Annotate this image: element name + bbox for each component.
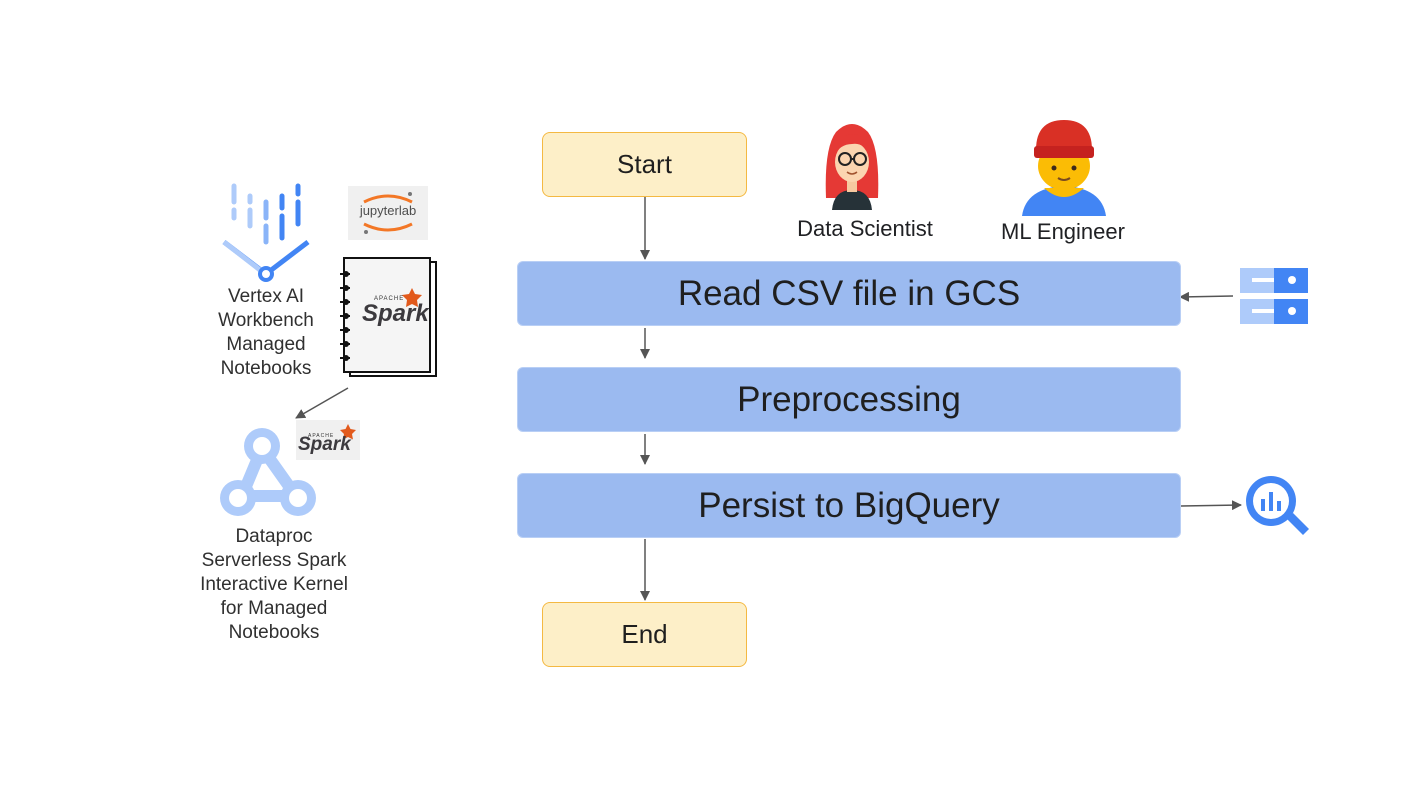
preprocessing-step: Preprocessing: [517, 367, 1181, 432]
data-scientist-label: Data Scientist: [797, 216, 933, 241]
arrow-gcs-to-read: [1179, 291, 1234, 302]
spark-notebook-icon: APACHE Spark: [340, 256, 440, 378]
vertex-label-line-4: Notebooks: [220, 358, 312, 379]
spark-logo: APACHE Spark: [296, 420, 360, 460]
bigquery-icon: [1243, 473, 1309, 539]
jupyterlab-logo: jupyterlab: [348, 186, 428, 240]
dataproc-icon: [216, 424, 320, 520]
vertex-ai-label: Vertex AI Workbench Managed Notebooks: [196, 285, 336, 381]
vertex-ai-icon: [220, 180, 316, 284]
read-csv-step: Read CSV file in GCS: [517, 261, 1181, 326]
arrow-persist-to-bigquery: [1180, 500, 1242, 511]
dataproc-label-line-3: Interactive Kernel: [200, 574, 348, 595]
ml-engineer-label: ML Engineer: [1001, 219, 1125, 244]
persist-bigquery-step: Persist to BigQuery: [517, 473, 1181, 538]
notebook-apache-text: APACHE: [374, 296, 405, 302]
notebook-spark-text: Spark: [362, 300, 429, 327]
arrow-notebook-to-dataproc: [295, 387, 349, 419]
dataproc-label-line-4: for Managed: [220, 598, 328, 619]
vertex-label-line-2: Workbench: [218, 310, 314, 331]
ml-engineer-avatar: [1016, 116, 1112, 216]
data-scientist-avatar: [816, 118, 888, 210]
end-node: End: [542, 602, 747, 667]
dataproc-label-line-2: Serverless Spark: [201, 550, 347, 571]
dataproc-label: Dataproc Serverless Spark Interactive Ke…: [184, 525, 364, 645]
vertex-label-line-1: Vertex AI: [227, 286, 305, 307]
spark-logo-text: Spark: [298, 434, 351, 455]
cloud-storage-icon: [1240, 268, 1308, 326]
dataproc-label-line-5: Notebooks: [228, 622, 320, 643]
jupyterlab-text: jupyterlab: [359, 203, 417, 218]
vertex-label-line-3: Managed: [226, 334, 306, 355]
start-node: Start: [542, 132, 747, 197]
spark-logo-apache-text: APACHE: [308, 433, 335, 439]
dataproc-label-line-1: Dataproc: [235, 526, 313, 547]
